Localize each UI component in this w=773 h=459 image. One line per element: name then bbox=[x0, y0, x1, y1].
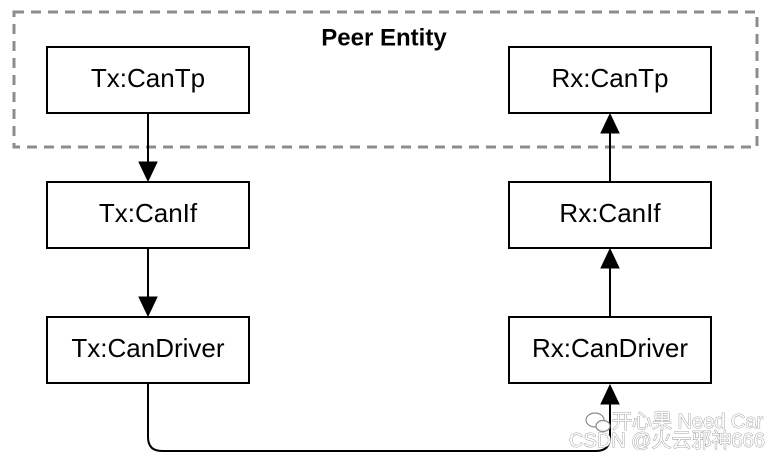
rx-cantp-label: Rx:CanTp bbox=[551, 63, 668, 93]
wechat-logo-icon bbox=[585, 412, 611, 433]
peer-entity-border bbox=[12, 10, 759, 149]
tx-canif-node: Tx:CanIf bbox=[46, 181, 250, 249]
arrow-down-icon bbox=[138, 296, 158, 318]
rx-cantp-node: Rx:CanTp bbox=[508, 46, 712, 114]
tx-candriver-node: Tx:CanDriver bbox=[46, 316, 250, 384]
rx-cantp-box bbox=[508, 46, 712, 114]
rx-canif-node: Rx:CanIf bbox=[508, 181, 712, 249]
arrow-down-icon bbox=[138, 161, 158, 183]
bus-line bbox=[147, 383, 611, 452]
peer-entity-title: Peer Entity bbox=[321, 24, 447, 51]
edge-tx-canif-to-candriver bbox=[138, 248, 158, 318]
rx-canif-label: Rx:CanIf bbox=[559, 198, 661, 228]
rx-candriver-node: Rx:CanDriver bbox=[508, 316, 712, 384]
rx-candriver-box bbox=[508, 316, 712, 384]
watermark-line-1: 开心果 Need Car bbox=[612, 411, 763, 433]
edge-tx-candriver-to-rx-candriver bbox=[147, 383, 620, 452]
tx-cantp-label: Tx:CanTp bbox=[91, 63, 205, 93]
arrow-up-icon bbox=[600, 383, 620, 405]
watermark: 开心果 Need Car CSDN @火云邪神666 bbox=[569, 411, 766, 453]
watermark-line-2: CSDN @火云邪神666 bbox=[569, 429, 765, 452]
arrow-up-icon bbox=[600, 247, 620, 269]
tx-candriver-label: Tx:CanDriver bbox=[71, 333, 224, 363]
arrow-up-icon bbox=[600, 112, 620, 134]
edge-rx-canif-to-cantp bbox=[600, 112, 620, 182]
peer-entity-group: Peer Entity bbox=[12, 10, 759, 149]
edge-tx-cantp-to-canif bbox=[138, 113, 158, 183]
tx-canif-label: Tx:CanIf bbox=[99, 198, 198, 228]
rx-candriver-label: Rx:CanDriver bbox=[532, 333, 688, 363]
tx-cantp-node: Tx:CanTp bbox=[46, 46, 250, 114]
tx-canif-box bbox=[46, 181, 250, 249]
tx-cantp-box bbox=[46, 46, 250, 114]
edge-rx-candriver-to-canif bbox=[600, 247, 620, 317]
